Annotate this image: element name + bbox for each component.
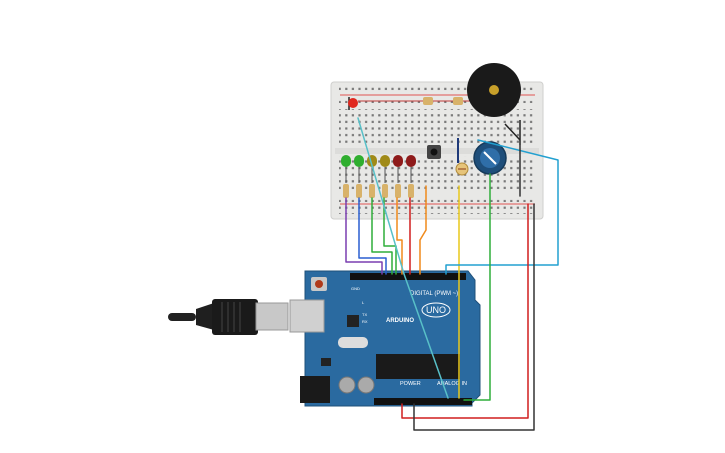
led-resistor-2 [356,184,362,198]
tx-label: TX [362,312,367,317]
l-label: L [362,300,365,305]
push-button [427,145,441,159]
led-4 [380,155,390,198]
analog-in-label: ANALOG IN [437,381,467,387]
resistor-2 [453,97,463,105]
resistor-1 [423,97,433,105]
led-resistor-5 [395,184,401,198]
wire-green [371,197,393,275]
arduino-logo: ARDUINO [386,318,414,324]
arduino-uno: DIGITAL (PWM ~) ARDUINO UNO TX RX L GND … [289,270,481,407]
wire-purple [345,197,383,275]
top-led-group [348,97,470,110]
usb-cable [168,299,289,335]
led-5 [393,155,403,198]
gnd-label: GND [351,286,360,291]
led-2 [354,155,364,198]
wire-green-2 [383,197,397,275]
led-row [341,155,416,198]
wire-green-pot [463,173,491,401]
led-resistor-4 [382,184,388,198]
led-6 [406,155,416,198]
uno-label: UNO [426,305,446,315]
wire-red-power [401,203,529,419]
wire-black-gnd [413,203,535,431]
digital-header-label: DIGITAL (PWM ~) [410,291,458,297]
rx-label: RX [362,319,368,324]
wire-cyan [445,139,559,275]
led-resistor-1 [343,184,349,198]
photoresistor [455,138,469,176]
led-1 [341,155,351,198]
wire-orange [396,197,403,275]
piezo-buzzer [467,63,521,145]
led-resistor-3 [369,184,375,198]
wire-orange-2 [419,185,427,275]
wire-blue [358,197,387,275]
led-top-red [348,98,358,108]
wire-teal-2 [403,273,449,399]
wire-teal [357,117,405,275]
wires [345,117,559,431]
power-label: POWER [400,381,421,387]
led-resistor-6 [408,184,414,198]
potentiometer [473,141,507,175]
